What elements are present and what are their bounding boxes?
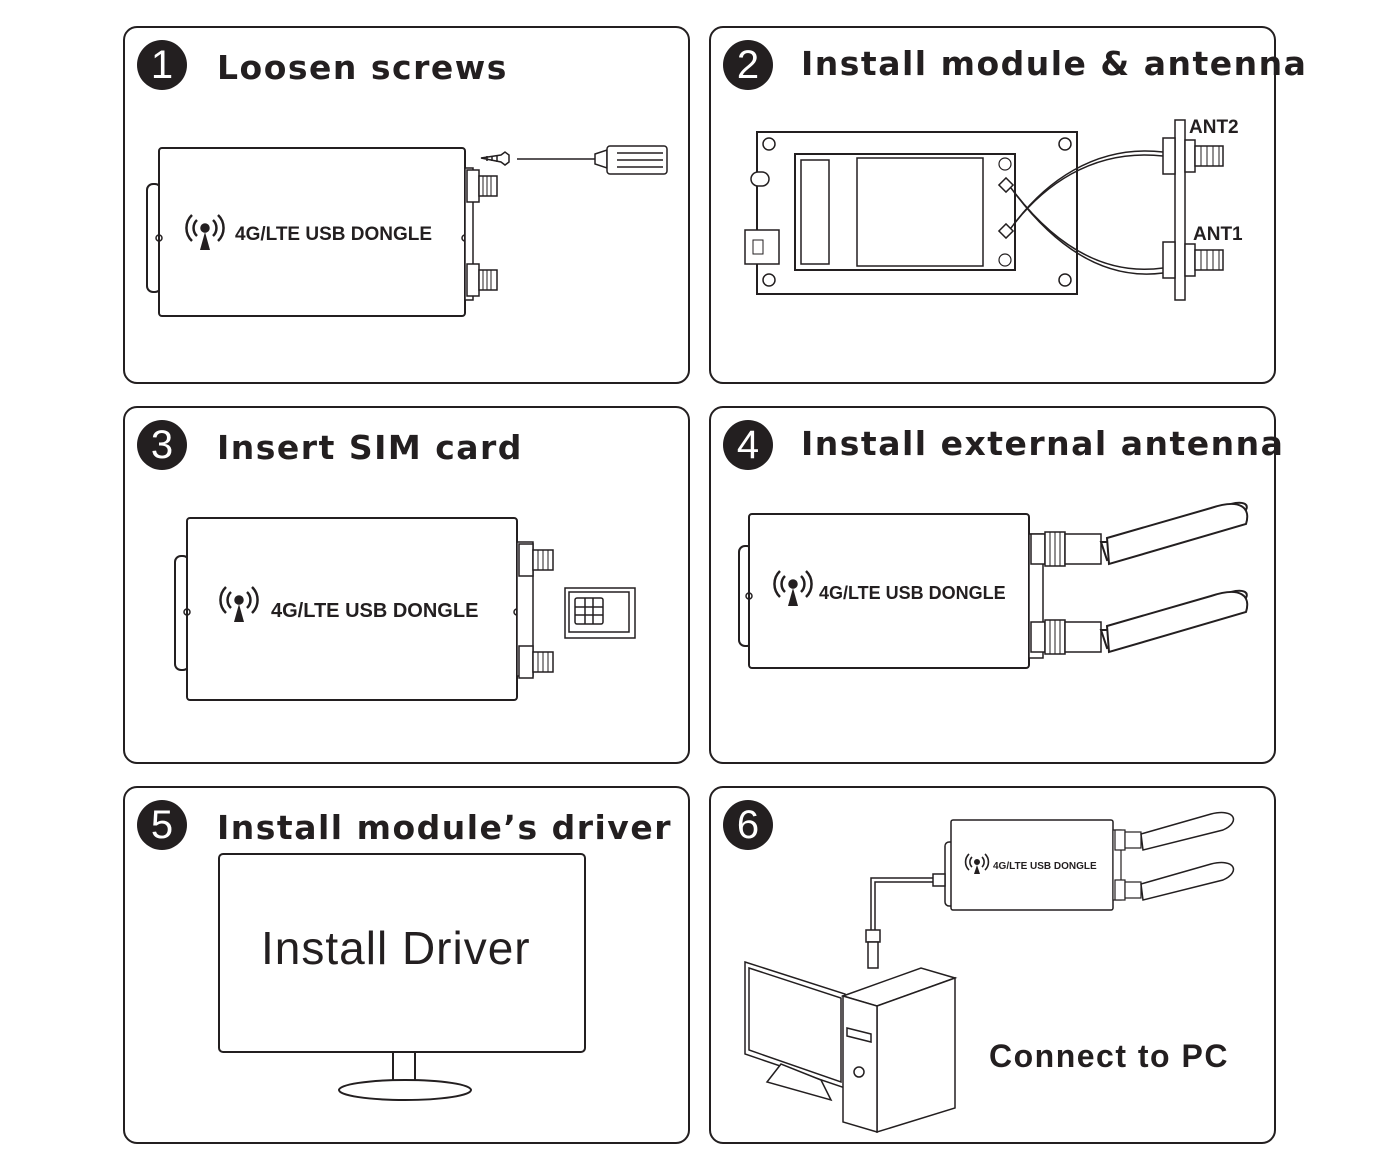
step-5-title: Install module’s driver [217, 808, 672, 847]
monitor-text: Install Driver [261, 922, 531, 974]
step-2-title: Install module & antenna [801, 44, 1308, 83]
step-4-title: Install external antenna [801, 424, 1285, 463]
dongle-label: 4G/LTE USB DONGLE [819, 583, 1006, 603]
connect-pc-illustration: 4G/LTE USB DONGLE Connect to PC [744, 811, 1235, 1134]
step-6-number: 6 [723, 800, 773, 850]
pc-monitor-icon [744, 960, 846, 1102]
step-3-panel: 3 Insert SIM card 4G/LTE USB DONGLE [123, 406, 690, 764]
install-module-illustration: ANT2 ANT1 [744, 117, 1243, 301]
loosen-screws-illustration: 4G/LTE USB DONGLE [146, 145, 668, 317]
step-2-number: 2 [723, 40, 773, 90]
connect-caption: Connect to PC [989, 1038, 1229, 1074]
step-2-panel: 2 Install module & antenna [709, 26, 1306, 384]
antenna-icon [1099, 501, 1249, 654]
antenna-signal-icon [219, 586, 259, 622]
pc-tower-icon [840, 967, 958, 1134]
antenna-icon [1140, 811, 1235, 901]
screwdriver-icon [517, 145, 668, 175]
install-antenna-illustration: 4G/LTE USB DONGLE [738, 501, 1249, 669]
antenna-signal-icon [964, 853, 990, 874]
step-3-number: 3 [137, 420, 187, 470]
ant1-label: ANT1 [1193, 224, 1243, 245]
step-1-title: Loosen screws [217, 48, 508, 87]
monitor-icon [218, 853, 586, 1101]
antenna-signal-icon [773, 570, 813, 606]
step-6-panel: 6 4G/LTE USB DONGLE [709, 786, 1276, 1144]
step-3-title: Insert SIM card [217, 428, 523, 467]
antenna-signal-icon [185, 214, 225, 250]
screw-icon [480, 151, 510, 166]
install-driver-illustration: Install Driver [218, 853, 586, 1101]
ant2-label: ANT2 [1189, 117, 1239, 138]
step-5-panel: 5 Install module’s driver Install Driver [123, 786, 690, 1144]
dongle-label: 4G/LTE USB DONGLE [993, 861, 1097, 872]
step-4-number: 4 [723, 420, 773, 470]
sim-card-icon [564, 587, 636, 639]
step-1-number: 1 [137, 40, 187, 90]
insert-sim-illustration: 4G/LTE USB DONGLE [174, 517, 636, 701]
step-1-panel: 1 Loosen screws 4G/LTE USB DONGLE [123, 26, 690, 384]
dongle-label: 4G/LTE USB DONGLE [235, 224, 432, 245]
dongle-label: 4G/LTE USB DONGLE [271, 600, 478, 622]
step-4-panel: 4 Install external antenna 4G/LTE USB DO… [709, 406, 1283, 764]
usb-port-icon [744, 229, 780, 265]
step-5-number: 5 [137, 800, 187, 850]
usb-cable-icon [865, 873, 946, 969]
